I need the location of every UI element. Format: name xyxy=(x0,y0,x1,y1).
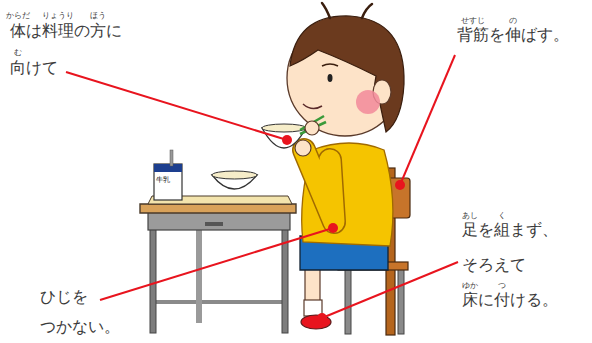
furigana: む xyxy=(14,48,34,58)
desk-handle xyxy=(205,222,223,226)
mouth xyxy=(303,104,322,109)
furigana: ほう xyxy=(90,11,120,21)
hand xyxy=(305,121,319,135)
furigana: く xyxy=(498,211,518,221)
sock xyxy=(304,300,322,316)
furigana: あし xyxy=(462,211,492,221)
arm-outline xyxy=(304,150,334,222)
carton-text: 牛乳 xyxy=(156,176,182,185)
desk-drawer xyxy=(148,212,290,230)
straw xyxy=(170,150,173,166)
bowl-rim xyxy=(212,171,257,179)
leader-line xyxy=(322,262,458,318)
desk-leg xyxy=(282,213,288,333)
arm xyxy=(304,150,334,222)
desk-leg xyxy=(150,213,156,333)
callout-text: ひじを つかない。 xyxy=(40,282,150,342)
cheek xyxy=(356,90,380,114)
desk-crossbar xyxy=(150,300,285,304)
leader-line xyxy=(100,228,333,300)
furigana: つ xyxy=(498,281,518,291)
furigana: の xyxy=(509,16,529,26)
desk-top xyxy=(140,204,296,213)
chair-leg xyxy=(398,268,404,334)
chair-leg xyxy=(345,268,351,334)
callout-text: 体は料理の方に 向けて xyxy=(10,12,130,86)
leader-line xyxy=(66,72,287,140)
leader-dot xyxy=(328,223,338,233)
eye xyxy=(328,74,333,82)
callout-text: 足を組まず、 そろえて 床に付ける。 xyxy=(462,212,587,317)
eyebrow xyxy=(322,64,338,66)
hair-tuft xyxy=(362,4,372,18)
bowl-rim xyxy=(262,124,306,132)
leader-dot xyxy=(317,313,327,323)
furigana: からだ xyxy=(6,11,46,21)
milk-carton xyxy=(154,164,182,200)
hair xyxy=(290,16,404,132)
leader-dot xyxy=(282,135,292,145)
hair-tuft xyxy=(322,3,330,18)
callout-text: 背筋を伸ばす。 xyxy=(457,22,587,48)
chopstick xyxy=(300,122,326,134)
leader-dot xyxy=(395,180,405,190)
hand xyxy=(295,140,311,156)
sweater xyxy=(302,143,393,246)
furigana: ゆか xyxy=(462,281,492,291)
carton-band xyxy=(154,164,182,172)
leader-line xyxy=(400,55,455,185)
furigana: せすじ xyxy=(461,16,501,26)
furigana: りょうり xyxy=(42,11,82,21)
